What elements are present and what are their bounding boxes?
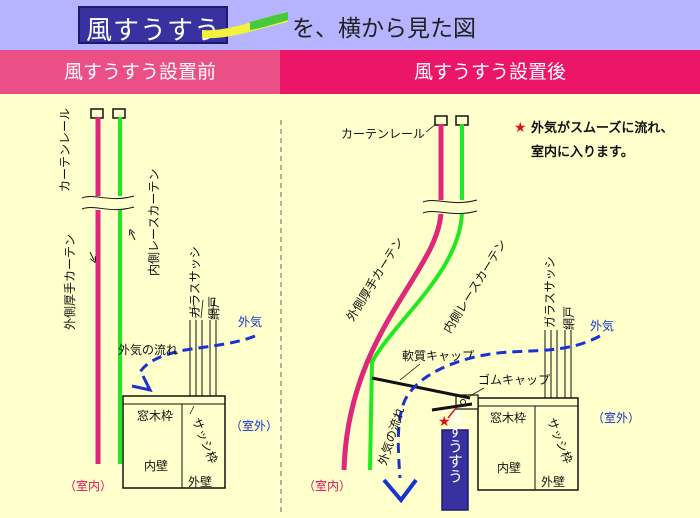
curtain-rail-label: カーテンレール: [341, 127, 425, 141]
swoosh-icon: [202, 12, 288, 39]
air-flow-arrowhead: [131, 375, 153, 393]
diagram-canvas: カーテンレール 外側厚手カーテン 内側レースカーテン ガラスサッシ 網戸 窓木枠: [58, 108, 673, 512]
outer-wall-label: 外壁: [188, 474, 212, 489]
note-line-1: 外気がスムーズに流れ、: [530, 120, 673, 136]
air-flow-path: [396, 334, 601, 479]
break-mark-top: [422, 199, 478, 204]
curtain-rail-label: カーテンレール: [58, 108, 72, 192]
glass-sash-label: ガラスサッシ: [188, 246, 202, 318]
product-bar-upper: [371, 376, 471, 400]
curtain-rail-hook-outer: [90, 108, 104, 119]
indoor-label: （室内）: [303, 478, 351, 493]
window-frame-label: 窓木枠: [137, 408, 173, 423]
rubber-cap-label: ゴムキャップ: [478, 372, 550, 387]
sash-pointer-lines: [192, 299, 215, 319]
pointer-star-line: [447, 407, 457, 419]
header-bar: 風すうすう を、横から見た図: [0, 0, 700, 51]
rubber-cap-pointer: [469, 387, 485, 397]
inner-wall-label: 内壁: [497, 460, 521, 475]
wall-block: [122, 395, 226, 489]
page-title: を、横から見た図: [292, 16, 476, 42]
outside-air-label: 外気: [590, 318, 614, 333]
outer-curtain-pointer: [89, 251, 94, 260]
outer-curtain-line: [341, 124, 444, 471]
air-flow-label: 外気の流れ: [375, 405, 408, 467]
outer-wall-label: 外壁: [541, 474, 565, 489]
inner-curtain-pointer: [131, 232, 136, 241]
section-title-after: 風すうすう設置後: [413, 61, 566, 83]
note-line-2: 室内に入ります。: [531, 144, 634, 160]
product-label-box: [441, 429, 469, 511]
outer-curtain-label: 外側厚手カーテン: [63, 234, 77, 330]
curtain-rail-hook-inner: [112, 108, 126, 119]
logo: 風すうすう: [78, 6, 228, 46]
soft-cap-pointer: [399, 363, 421, 381]
section-title-before: 風すうすう設置前: [63, 61, 216, 83]
glass-sash-label: ガラスサッシ: [543, 256, 557, 328]
break-gap: [84, 196, 132, 210]
wall-block: [477, 397, 579, 491]
air-flow-label: 外気の流れ: [118, 342, 178, 357]
diagram-area: カーテンレール 外側厚手カーテン 内側レースカーテン ガラスサッシ 網戸 窓木枠: [0, 94, 700, 518]
air-flow-path: [138, 334, 256, 373]
outside-air-label: 外気: [238, 314, 262, 329]
section-header-before: 風すうすう設置前: [0, 50, 280, 94]
note-star-icon: ★: [514, 120, 527, 136]
product-label-text: 風すうすう: [446, 409, 464, 484]
curtain-rail-hook-outer: [434, 115, 448, 126]
right-panel: カーテンレール ★ 外気がスムーズに流れ、 室内に入ります。 外側厚手カーテン …: [303, 115, 673, 511]
break-gap: [425, 200, 475, 214]
soft-cap-label: 軟質キャップ: [402, 348, 474, 363]
outdoor-label: （室外）: [230, 418, 278, 433]
screen-label: 網戸: [562, 306, 576, 330]
left-panel: カーテンレール 外側厚手カーテン 内側レースカーテン ガラスサッシ 網戸 窓木枠: [58, 108, 278, 493]
indoor-label: （室内）: [64, 478, 112, 493]
logo-text: 風すうすう: [86, 16, 222, 46]
window-frame-label: 窓木枠: [490, 410, 526, 425]
break-mark-top: [81, 195, 135, 200]
inner-wall-label: 内壁: [144, 458, 168, 473]
outdoor-label: （室外）: [592, 410, 640, 425]
sash-frame-pointer: [189, 405, 195, 415]
screen-label: 網戸: [207, 296, 221, 320]
break-mark-bottom: [81, 206, 135, 211]
break-mark-bottom: [422, 210, 478, 215]
inner-curtain-line: [368, 124, 464, 471]
section-header-after: 風すうすう設置後: [280, 50, 700, 94]
product-bar-lower: [431, 402, 473, 412]
outer-curtain-label: 外側厚手カーテン: [344, 235, 407, 324]
curtain-rail-hook-inner: [455, 115, 469, 126]
pointer-star-icon: ★: [438, 414, 451, 430]
air-flow-arrowhead: [382, 478, 418, 504]
inner-curtain-label: 内側レースカーテン: [147, 169, 161, 276]
curtain-rail-pointer: [425, 123, 437, 133]
